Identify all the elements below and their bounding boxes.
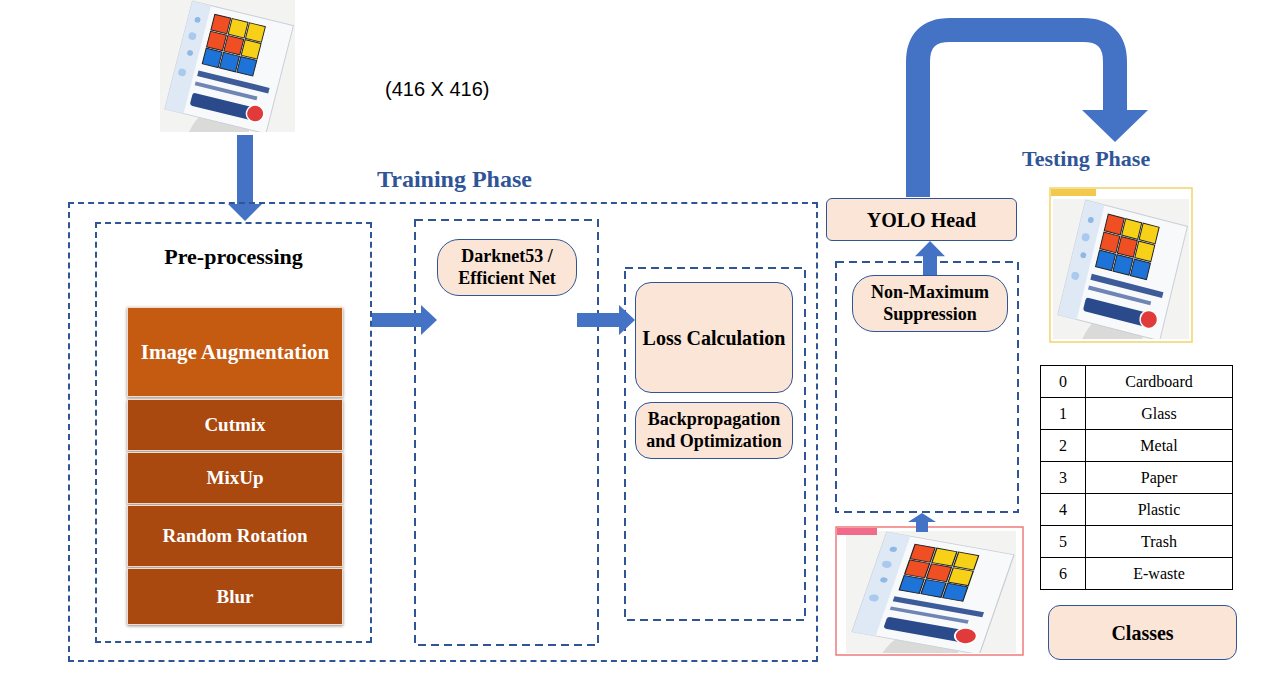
augmentation-step: Image Augmentation — [127, 307, 343, 397]
table-row: 3Paper — [1041, 462, 1233, 494]
flow-arrow — [915, 241, 945, 275]
box-label: Non-Maximum Suppression — [857, 282, 1003, 325]
flow-arrow — [577, 305, 635, 335]
augmentation-step: MixUp — [127, 452, 343, 504]
table-row: 0Cardboard — [1041, 366, 1233, 398]
box-label: Loss Calculation — [643, 326, 786, 350]
table-cell: Trash — [1086, 526, 1233, 558]
output-tag — [1051, 189, 1096, 196]
process-box: Backpropagation and Optimization — [635, 402, 793, 459]
table-row: 1Glass — [1041, 398, 1233, 430]
process-box: Darknet53 / Efficient Net — [437, 239, 577, 296]
table-cell: 4 — [1041, 494, 1086, 526]
table-row: 4Plastic — [1041, 494, 1233, 526]
stage-group: Pre-processingImage AugmentationCutmixMi… — [95, 222, 372, 643]
process-box: Loss Calculation — [635, 282, 793, 393]
output-image — [1053, 199, 1189, 341]
image-size-label: (416 X 416) — [385, 78, 490, 101]
phase-title: Training Phase — [375, 166, 534, 193]
input-arrow — [228, 135, 262, 221]
label-block: Darknet53 / Efficient Net — [438, 246, 576, 289]
process-box: YOLO Head — [826, 198, 1017, 241]
augmentation-step: Random Rotation — [127, 505, 343, 567]
table-row: 2Metal — [1041, 430, 1233, 462]
augmentation-step: Blur — [127, 568, 343, 625]
table-cell: Metal — [1086, 430, 1233, 462]
label-block: Classes — [1107, 621, 1177, 645]
backbone-frame — [415, 220, 598, 645]
testing-arrowhead — [1082, 110, 1148, 142]
table-cell: E-waste — [1086, 558, 1233, 590]
label-block: YOLO Head — [863, 208, 980, 232]
output-image-frame — [1050, 188, 1192, 342]
detection-image — [846, 531, 1016, 655]
nms-frame — [836, 262, 1018, 512]
step-label: Cutmix — [204, 414, 265, 436]
table-cell: Glass — [1086, 398, 1233, 430]
table-cell: 5 — [1041, 526, 1086, 558]
phase-label: Testing Phase — [1022, 146, 1150, 172]
phase-region: Training PhasePre-processingImage Augmen… — [68, 202, 818, 662]
table-cell: 1 — [1041, 398, 1086, 430]
table-cell: Paper — [1086, 462, 1233, 494]
box-label: YOLO Head — [867, 208, 976, 232]
step-label: Blur — [217, 586, 254, 608]
label-block: Backpropagation and Optimization — [636, 409, 792, 452]
input-image — [160, 0, 295, 134]
flow-arrow — [372, 305, 437, 335]
step-label: MixUp — [207, 467, 264, 489]
table-cell: 2 — [1041, 430, 1086, 462]
table-cell: 3 — [1041, 462, 1086, 494]
detection-tag — [837, 528, 877, 535]
box-label: Classes — [1111, 621, 1173, 645]
table-cell: 6 — [1041, 558, 1086, 590]
label-block: Loss Calculation — [639, 326, 790, 350]
training-frame — [625, 268, 805, 620]
table-cell: 0 — [1041, 366, 1086, 398]
box-label: Backpropagation and Optimization — [640, 409, 788, 452]
label-block: Blur — [213, 586, 258, 608]
table-cell: Plastic — [1086, 494, 1233, 526]
label-block: Random Rotation — [158, 525, 311, 547]
box-label: Darknet53 / Efficient Net — [442, 246, 572, 289]
class-table: 0Cardboard1Glass2Metal3Paper4Plastic5Tra… — [1040, 365, 1233, 590]
label-block: Cutmix — [200, 414, 269, 436]
group-title: Pre-processing — [97, 244, 370, 270]
image-arrow — [908, 513, 936, 532]
process-box: Non-Maximum Suppression — [852, 275, 1008, 332]
label-block: Non-Maximum Suppression — [853, 282, 1007, 325]
label-block: MixUp — [203, 467, 268, 489]
detection-image-frame — [836, 527, 1023, 655]
table-cell: Cardboard — [1086, 366, 1233, 398]
testing-arrow — [918, 30, 1115, 197]
process-box: Classes — [1048, 605, 1237, 660]
label-block: Image Augmentation — [137, 340, 333, 365]
step-label: Image Augmentation — [141, 340, 329, 365]
table-row: 6E-waste — [1041, 558, 1233, 590]
table-row: 5Trash — [1041, 526, 1233, 558]
step-label: Random Rotation — [162, 525, 307, 547]
augmentation-step: Cutmix — [127, 399, 343, 451]
